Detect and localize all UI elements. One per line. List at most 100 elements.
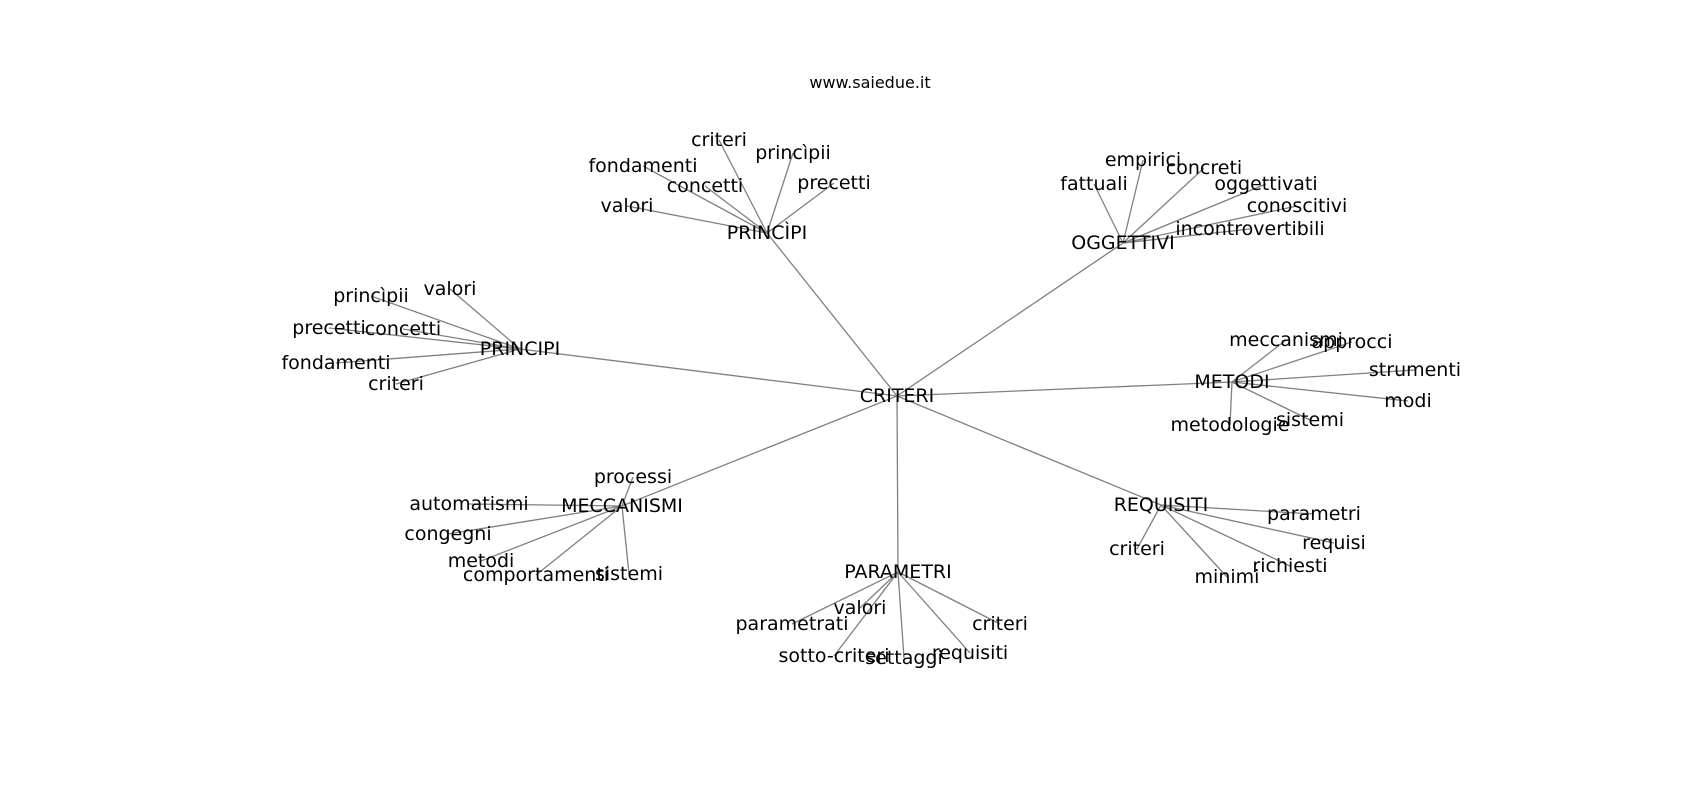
hub-node-label: METODI xyxy=(1194,371,1269,393)
leaf-node-label: metodologie xyxy=(1171,414,1290,436)
hub-node-label: PRINCIPI xyxy=(480,338,560,360)
edge-hub-to-leaf xyxy=(402,328,521,350)
edge-center-to-hub xyxy=(766,232,898,397)
leaf-node-label: criteri xyxy=(368,373,424,395)
center-node-label: CRITERI xyxy=(860,385,935,407)
leaf-node-label: requisiti xyxy=(932,642,1008,664)
edge-hub-to-leaf xyxy=(328,327,521,350)
edge-hub-to-leaf xyxy=(897,571,905,659)
leaf-node-label: princìpii xyxy=(333,285,409,307)
leaf-node-label: settaggi xyxy=(865,647,943,669)
leaf-node-label: sistemi xyxy=(1276,409,1344,431)
leaf-node-label: meccanismi xyxy=(1229,329,1343,351)
edge-hub-to-leaf xyxy=(1136,504,1162,550)
leaf-node-label: parametri xyxy=(1267,503,1361,525)
edge-hub-to-leaf xyxy=(791,571,899,625)
edge-hub-to-leaf xyxy=(704,185,768,234)
edge-hub-to-leaf xyxy=(1231,381,1311,421)
leaf-node-label: criteri xyxy=(972,613,1028,635)
edge-center-to-hub xyxy=(896,242,1124,397)
hub-node-label: REQUISITI xyxy=(1114,494,1209,516)
leaf-node-label: concetti xyxy=(667,175,743,197)
leaf-node-label: concetti xyxy=(365,318,441,340)
edge-hub-to-leaf xyxy=(859,571,899,609)
edge-hub-to-leaf xyxy=(1122,159,1144,244)
leaf-node-label: precetti xyxy=(797,172,870,194)
edge-hub-to-leaf xyxy=(897,571,1001,625)
edge-hub-to-leaf xyxy=(1160,504,1228,578)
edge-hub-to-leaf xyxy=(1231,381,1409,402)
leaf-node-label: sistemi xyxy=(595,563,663,585)
leaf-node-label: conoscitivi xyxy=(1247,195,1348,217)
edge-hub-to-leaf xyxy=(535,505,623,576)
edge-hub-to-leaf xyxy=(335,348,521,364)
leaf-node-label: requisi xyxy=(1302,532,1366,554)
leaf-node-label: metodi xyxy=(448,550,515,572)
leaf-node-label: fondamenti xyxy=(281,352,390,374)
leaf-node-label: modi xyxy=(1384,390,1431,412)
edge-hub-to-leaf xyxy=(480,505,623,562)
edge-hub-to-leaf xyxy=(1231,339,1287,383)
leaf-node-label: incontrovertibili xyxy=(1175,218,1324,240)
leaf-node-label: strumenti xyxy=(1369,359,1461,381)
leaf-node-label: minimi xyxy=(1195,566,1260,588)
edge-hub-to-leaf xyxy=(1231,341,1353,383)
edge-hub-to-leaf xyxy=(395,348,521,385)
leaf-node-label: concreti xyxy=(1166,157,1242,179)
edge-hub-to-leaf xyxy=(1093,183,1124,244)
edge-center-to-hub xyxy=(621,395,898,507)
leaf-node-label: precetti xyxy=(292,317,365,339)
leaf-node-label: empirici xyxy=(1105,149,1181,171)
edge-hub-to-leaf xyxy=(1160,504,1291,567)
edge-hub-to-leaf xyxy=(370,295,521,350)
edge-center-to-hub xyxy=(896,395,899,573)
edge-hub-to-leaf xyxy=(642,165,768,234)
leaf-node-label: criteri xyxy=(1109,538,1165,560)
edge-hub-to-leaf xyxy=(468,503,623,507)
leaf-node-label: valori xyxy=(424,278,477,300)
edge-center-to-hub xyxy=(896,381,1233,397)
hub-node-label: PRINCÌPI xyxy=(727,221,807,244)
hub-node-label: MECCANISMI xyxy=(561,495,683,517)
leaf-node-label: valori xyxy=(834,597,887,619)
edge-hub-to-leaf xyxy=(1122,228,1251,244)
edge-hub-to-leaf xyxy=(1122,183,1267,244)
edge-hub-to-leaf xyxy=(621,505,630,575)
leaf-node-label: automatismi xyxy=(409,493,528,515)
hub-node-label: PARAMETRI xyxy=(844,561,951,583)
edge-hub-to-leaf xyxy=(626,205,768,234)
leaf-node-label: fondamenti xyxy=(588,155,697,177)
leaf-node-label: parametrati xyxy=(736,613,849,635)
leaf-node-label: sotto-criteri xyxy=(778,645,889,667)
edge-center-to-hub xyxy=(519,348,898,397)
leaf-node-label: fattuali xyxy=(1060,173,1127,195)
edge-hub-to-leaf xyxy=(766,152,794,234)
edge-hub-to-leaf xyxy=(621,476,634,507)
hub-node-label: OGGETTIVI xyxy=(1071,232,1175,254)
leaf-node-label: valori xyxy=(601,195,654,217)
leaf-node-label: oggettivati xyxy=(1214,173,1317,195)
edge-hub-to-leaf xyxy=(1160,504,1315,515)
leaf-node-label: approcci xyxy=(1312,331,1393,353)
edge-hub-to-leaf xyxy=(1229,381,1233,426)
leaf-node-label: princìpii xyxy=(755,142,831,164)
watermark-text: www.saiedue.it xyxy=(809,73,930,92)
edge-hub-to-leaf xyxy=(449,288,521,350)
edge-hub-to-leaf xyxy=(718,139,768,234)
edge-hub-to-leaf xyxy=(1122,167,1205,244)
edge-hub-to-leaf xyxy=(1122,205,1298,244)
leaf-node-label: processi xyxy=(594,466,672,488)
edge-hub-to-leaf xyxy=(766,182,835,234)
edges-layer xyxy=(328,139,1416,659)
edge-hub-to-leaf xyxy=(1160,504,1335,544)
edge-hub-to-leaf xyxy=(833,571,899,657)
edge-hub-to-leaf xyxy=(447,505,623,535)
leaf-node-label: congegni xyxy=(404,523,491,545)
labels-layer: CRITERIPRINCÌPIfondamenticriteriprincìpi… xyxy=(281,129,1461,669)
leaf-node-label: comportamenti xyxy=(463,564,609,586)
edge-hub-to-leaf xyxy=(1231,369,1416,383)
edge-hub-to-leaf xyxy=(897,571,971,654)
edge-center-to-hub xyxy=(896,395,1162,506)
leaf-node-label: richiesti xyxy=(1252,555,1327,577)
